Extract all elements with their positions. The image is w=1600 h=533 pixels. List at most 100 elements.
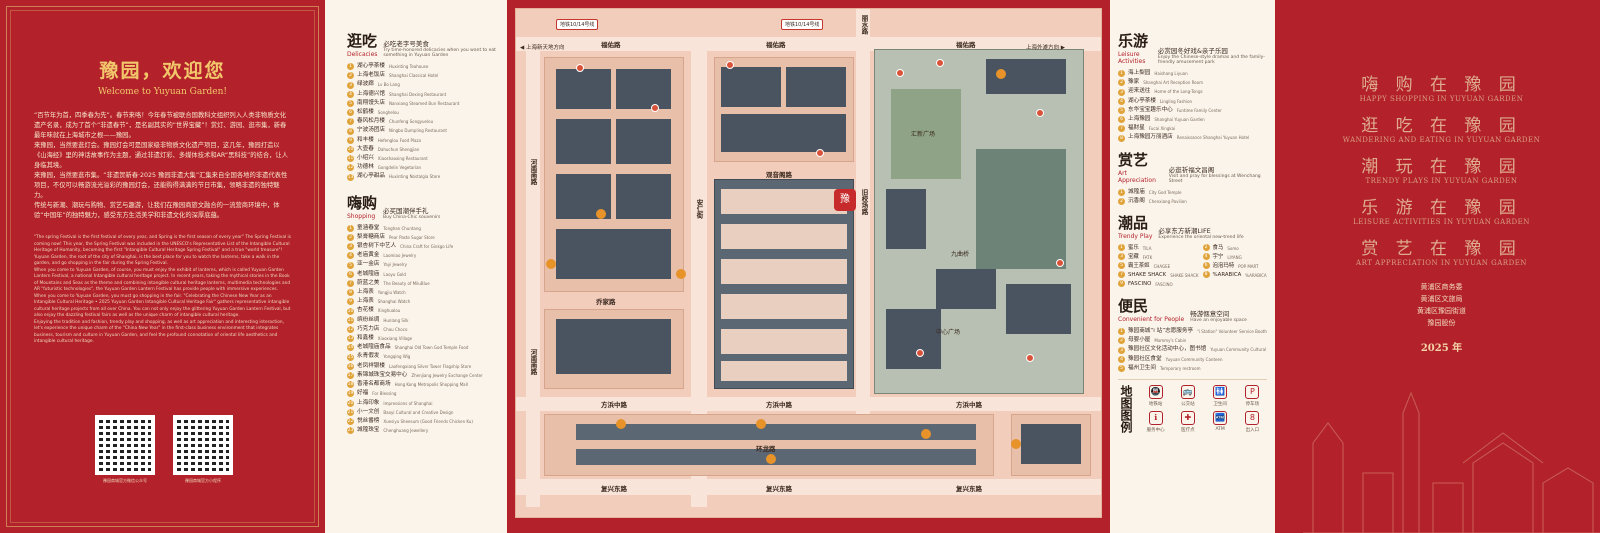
qr-code-icon[interactable] [173,415,233,475]
building [886,309,941,369]
slogan-cn: 逛 吃 在 豫 园 [1361,116,1522,136]
qr-block: 豫园商城官方小程序 [173,415,233,484]
brand-name-en: TILA [1142,246,1152,252]
number-badge: 2 [1202,244,1210,252]
map-canvas[interactable]: 福佑路 福佑路 福佑路 方浜中路 方浜中路 方浜中路 复兴东路 复兴东路 复兴东… [515,8,1102,518]
number-badge: 3 [1118,346,1125,354]
intro-en-paragraph: Enjoying the tradition and fashion, tren… [34,319,284,345]
metro-station-badge[interactable]: 地铁10/14号线 [556,19,599,30]
item-name-en: Chou Choco [383,326,408,332]
poi-marker[interactable] [896,69,904,77]
poi-marker[interactable] [916,349,924,357]
road [526,37,540,507]
legend-icon: 🚌 [1180,385,1195,400]
building [886,189,926,249]
item-name: 迎来送往 [1128,88,1151,95]
number-badge: 4 [1118,355,1125,363]
poi-marker[interactable] [816,149,824,157]
number-badge: 17 [347,371,354,379]
organizer: 黄浦区文旅局 [1420,295,1463,303]
poi-marker[interactable] [726,61,734,69]
poi-marker[interactable] [1026,354,1034,362]
item-name: 香港名都商场 [357,381,391,388]
qr-code-icon[interactable] [95,415,155,475]
number-badge: 5 [1118,364,1125,372]
metro-station-badge[interactable]: 地铁10/14号线 [781,19,824,30]
poi-marker[interactable] [576,64,584,72]
item-name: 豫家 [1128,79,1140,86]
item-name: 南翔馒头店 [357,99,385,106]
number-badge: 5 [1118,262,1125,270]
poi-marker[interactable] [1036,109,1044,117]
number-badge: 23 [347,427,354,435]
item-name: 缤纷丝绸 [357,316,380,323]
number-badge: 13 [347,173,354,181]
poi-marker[interactable] [651,104,659,112]
brand-item[interactable]: 8%ARABICA%ARABICA [1202,271,1267,280]
number-badge: 7 [1118,125,1125,133]
poi-marker[interactable] [936,59,944,67]
item-name-en: Funtime Family Center [1176,107,1222,113]
poi-marker[interactable] [1056,259,1064,267]
